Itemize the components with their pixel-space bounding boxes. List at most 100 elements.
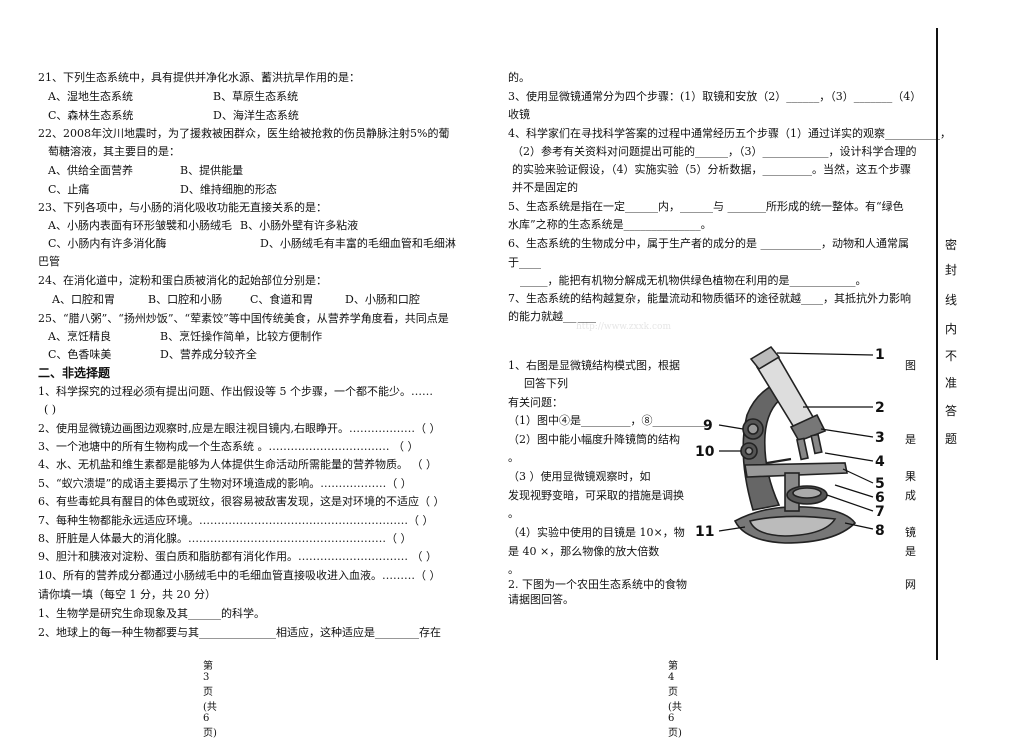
microscope-question-intro: 1、右图是显微镜结构模式图，根据	[508, 359, 680, 372]
section-heading-non-choice: 二、非选择题	[38, 366, 111, 380]
exam-page: 21、下列生态系统中，具有提供并净化水源、蓄洪抗旱作用的是： A、湿地生态系统 …	[38, 28, 957, 739]
fill-item-3: 3、使用显微镜通常分为四个步骤：(1）取镜和安放（2）______，（3）___…	[508, 90, 922, 103]
microscope-sub-3-line2-end: 成	[905, 489, 916, 502]
diagram-label-9: 9	[703, 418, 713, 434]
seal-char-1: 密	[944, 238, 957, 252]
fill-item-4-line4: 并不是固定的	[512, 181, 578, 194]
seal-char-2: 封	[944, 263, 957, 277]
fill-item-6-line2: 于____	[508, 256, 541, 269]
fill-item-5-cont: 水库”之称的生态系统是______________。	[508, 218, 712, 231]
microscope-sub-4-period: 。	[508, 563, 519, 576]
microscope-sub-4-line2-end: 是	[905, 545, 916, 558]
microscope-sub-2-period: 。	[508, 451, 519, 464]
diagram-label-2: 2	[875, 400, 885, 416]
food-web-question-end: 网	[905, 578, 916, 591]
q25-option-c: C、色香味美	[48, 348, 112, 361]
q23-option-d-cont: 巴管	[38, 255, 60, 268]
fill-item-7-cont: 的能力就越______	[508, 310, 596, 323]
q21-option-b: B、草原生态系统	[213, 90, 299, 103]
q22-option-b: B、提供能量	[180, 164, 244, 177]
q23-option-a: A、小肠内表面有环形皱襞和小肠绒毛	[48, 219, 232, 232]
fill-item-6: 6、生态系统的生物成分中，属于生产者的成分的是 ___________，动物和人…	[508, 237, 909, 250]
seal-char-5: 不	[944, 349, 957, 363]
tf-item-1-answer-blank: ( )	[44, 403, 57, 416]
fill-item-4-line3: 的实验来验证假设，（4）实施实验（5）分析数据，_________。当然，这五个…	[512, 163, 911, 176]
tf-item-6: 6、有些毒蛇具有醒目的体色或斑纹，很容易被敌害发现，这是对环境的不适应（ ）	[38, 495, 445, 508]
q22-option-c: C、止痛	[48, 183, 90, 196]
microscope-question-intro-line3: 有关问题：	[508, 396, 563, 409]
q23-option-c: C、小肠内有许多消化酶	[48, 237, 167, 250]
diagram-label-8: 8	[875, 523, 885, 539]
q21-option-a: A、湿地生态系统	[48, 90, 133, 103]
fill-item-6-line3: _____，能把有机物分解成无机物供绿色植物在利用的是____________。	[520, 274, 867, 287]
diagram-label-4: 4	[875, 454, 885, 470]
q24-option-a: A、口腔和胃	[52, 293, 115, 306]
q24-option-b: B、口腔和小肠	[148, 293, 223, 306]
diagram-label-7: 7	[875, 504, 885, 520]
seal-char-3: 线	[944, 293, 957, 307]
q22-option-a: A、供给全面营养	[48, 164, 133, 177]
q23-option-d: D、小肠绒毛有丰富的毛细血管和毛细淋	[260, 237, 456, 250]
q24-option-d: D、小肠和口腔	[345, 293, 420, 306]
q24-option-c: C、食道和胃	[250, 293, 314, 306]
microscope-sub-1: （1）图中④是_________，⑧__________	[508, 414, 708, 427]
microscope-question-intro-line2: 回答下列	[524, 377, 568, 390]
q21-option-d: D、海洋生态系统	[213, 109, 299, 122]
tf-item-4: 4、水、无机盐和维生素都是能够为人体提供生命活动所需能量的营养物质。 （ ）	[38, 458, 437, 471]
fill-in-heading: 请你填一填（每空 1 分，共 20 分）	[38, 588, 216, 601]
fill-item-5: 5、生态系统是指在一定______内，______与 _______所形成的统一…	[508, 200, 904, 213]
fill-item-1: 1、生物学是研究生命现象及其______的科学。	[38, 607, 265, 620]
tf-item-9: 9、胆汁和胰液对淀粉、蛋白质和脂肪都有消化作用。………………………… （ ）	[38, 550, 437, 563]
tf-item-3: 3、一个池塘中的所有生物构成一个生态系统 。…………………………… （ ）	[38, 440, 419, 453]
q25-option-a: A、烹饪精良	[48, 330, 111, 343]
microscope-sub-3-period: 。	[508, 507, 519, 520]
seal-char-8: 题	[944, 432, 957, 446]
microscope-diagram: 1 2 3 4 5 6 7 8 9 10 11	[695, 345, 885, 544]
tf-item-5: 5、“蚁穴溃堤”的成语主要揭示了生物对环境造成的影响。………………（ ）	[38, 477, 412, 490]
microscope-sub-3-end: 果	[905, 470, 916, 483]
tf-item-1: 1、科学探究的过程必须有提出问题、作出假设等 5 个步骤，一个都不能少。……	[38, 385, 433, 398]
microscope-sub-4-line2: 是 40 ×，那么物像的放大倍数	[508, 545, 660, 558]
fill-item-4: 4、科学家们在寻找科学答案的过程中通常经历五个步骤（1）通过详实的观察_____…	[508, 127, 951, 140]
diagram-label-1: 1	[875, 347, 885, 363]
watermark: http://www.zxxk.com	[576, 322, 671, 332]
fill-item-2: 2、地球上的每一种生物都要与其______________相适应，这种适应是__…	[38, 626, 441, 639]
tf-item-2: 2、使用显微镜边画图边观察时,应是左眼注视目镜内,右眼睁开。………………（ ）	[38, 422, 441, 435]
q25-stem: 25、“腊八粥”、“扬州炒饭”、“荤素饺”等中国传统美食，从营养学角度看，共同点…	[38, 312, 449, 325]
q23-stem: 23、下列各项中，与小肠的消化吸收功能无直接关系的是：	[38, 201, 327, 214]
seal-char-4: 内	[944, 322, 957, 336]
microscope-sub-3-line2: 发现视野变暗，可采取的措施是调换	[508, 489, 684, 502]
diagram-label-11: 11	[695, 524, 714, 540]
food-web-question-line2: 请据图回答。	[508, 593, 574, 606]
q25-option-b: B、烹饪操作简单，比较方便制作	[160, 330, 323, 343]
q22-stem-cont: 萄糖溶液，其主要目的是：	[48, 145, 180, 158]
q23-option-b: B、小肠外壁有许多粘液	[240, 219, 359, 232]
binding-line	[936, 28, 938, 660]
tf-item-8: 8、肝脏是人体最大的消化腺。………………………………………………（ ）	[38, 532, 412, 545]
microscope-sub-3: （3 ）使用显微镜观察时，如	[508, 470, 651, 483]
q21-option-c: C、森林生态系统	[48, 109, 134, 122]
diagram-label-10: 10	[695, 444, 715, 460]
q22-stem: 22、2008年汶川地震时，为了援救被困群众，医生给被抢救的伤员静脉注射5%的葡	[38, 127, 450, 140]
q25-option-d: D、营养成分较齐全	[160, 348, 257, 361]
seal-char-7: 答	[944, 404, 957, 418]
microscope-sub-2-end: 是	[905, 433, 916, 446]
seal-char-6: 准	[944, 376, 957, 390]
fill-item-4-line2: （2）参考有关资料对问题提出可能的______，（3）____________，…	[512, 145, 917, 158]
food-web-question: 2. 下图为一个农田生态系统中的食物	[508, 578, 687, 591]
page-footer-right: 第4页 (共6页)	[668, 661, 682, 739]
q21-stem: 21、下列生态系统中，具有提供并净化水源、蓄洪抗旱作用的是：	[38, 71, 360, 84]
q22-option-d: D、维持细胞的形态	[180, 183, 277, 196]
diagram-label-6: 6	[875, 490, 885, 506]
fill-item-2-end: 的。	[508, 71, 530, 84]
fill-item-7: 7、生态系统的结构越复杂，能量流动和物质循环的途径就越____，其抵抗外力影响	[508, 292, 911, 305]
fill-item-3-cont: 收镜	[508, 108, 530, 121]
microscope-sub-4-end: 镜	[905, 526, 916, 539]
diagram-label-5: 5	[875, 476, 885, 492]
page-footer-left: 第3页 (共6页)	[203, 661, 217, 739]
q24-stem: 24、在消化道中，淀粉和蛋白质被消化的起始部位分别是：	[38, 274, 327, 287]
microscope-sub-4: （4）实验中使用的目镜是 10×，物	[508, 526, 685, 539]
tf-item-10: 10、所有的营养成分都通过小肠绒毛中的毛细血管直接吸收进入血液。………（ ）	[38, 569, 441, 582]
tf-item-7: 7、每种生物都能永远适应环境。…………………………………………………（ ）	[38, 514, 434, 527]
diagram-label-3: 3	[875, 430, 885, 446]
